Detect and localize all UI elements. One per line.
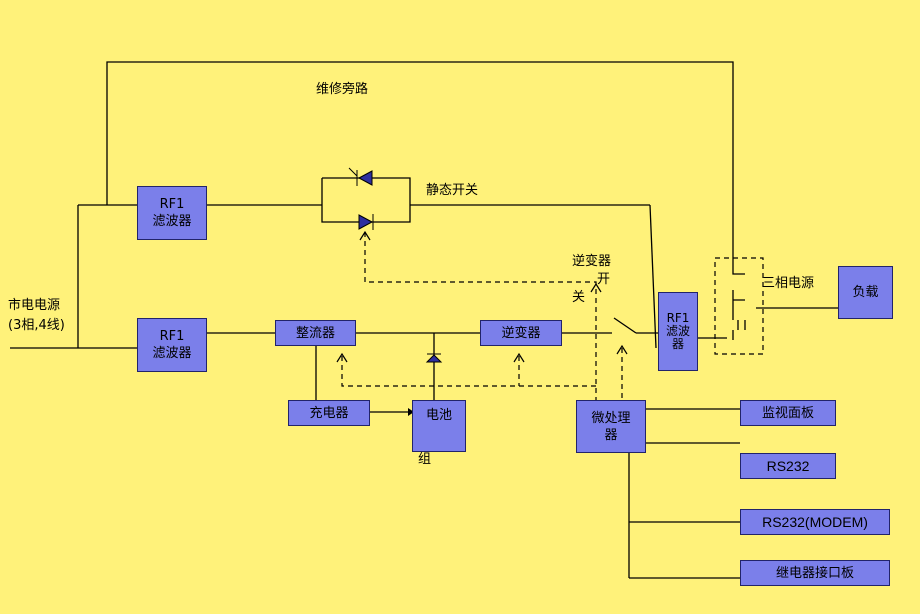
rf1-bottom-subtitle: 滤波器 <box>152 346 192 361</box>
static-switch-label: 静态开关 <box>426 183 479 198</box>
rf1-filter-bottom: RF1 滤波器 <box>137 318 207 372</box>
thyristor-upper-icon <box>357 170 373 186</box>
mcu-title: 微处理 <box>591 410 631 426</box>
rf1-bottom-title: RF1 <box>159 329 185 344</box>
bypass-label: 维修旁路 <box>316 82 369 97</box>
transfer-switch-box <box>714 257 764 355</box>
inverter-box: 逆变器 <box>480 320 562 346</box>
maintenance-bypass-line <box>106 61 734 262</box>
charger-box: 充电器 <box>288 400 370 426</box>
rf1-filter-top: RF1 滤波器 <box>137 186 207 240</box>
rs232-box: RS232 <box>740 453 836 479</box>
mcu-box: 微处理 器 <box>576 400 646 453</box>
rf1-filter-output: RF1 滤波 器 <box>658 292 698 371</box>
arrow-up-icon <box>359 230 371 241</box>
inverter-switch-label: 逆变器 <box>572 254 612 269</box>
diode-icon <box>425 354 443 363</box>
rectifier-box: 整流器 <box>275 320 356 346</box>
inverter-switch-label-3: 关 <box>572 290 586 305</box>
rf1-top-title: RF1 <box>159 197 185 212</box>
rf1-output-subtitle: 滤波 <box>665 324 690 338</box>
load-box: 负载 <box>838 266 893 319</box>
inverter-switch <box>613 317 637 334</box>
inverter-switch-label-2: 开 <box>597 272 611 287</box>
rs232-modem-box: RS232(MODEM) <box>740 509 890 535</box>
mcu-subtitle: 器 <box>604 427 618 443</box>
relay-interface-box: 继电器接口板 <box>740 560 890 586</box>
thyristor-lower-icon <box>358 214 374 230</box>
battery-suffix-label: 组 <box>418 452 432 467</box>
mains-label: 市电电源 <box>8 298 61 313</box>
three-phase-label: 三相电源 <box>762 276 815 291</box>
static-switch-control-line <box>364 232 597 400</box>
battery-box: 电池 <box>412 400 466 452</box>
monitor-panel-box: 监视面板 <box>740 400 836 426</box>
rf1-output-subtitle-2: 器 <box>671 337 684 351</box>
mains-spec-label: (3相,4线) <box>8 318 65 333</box>
rf1-top-subtitle: 滤波器 <box>152 214 192 229</box>
rf1-output-title: RF1 <box>666 311 690 325</box>
static-switch-loop <box>321 177 411 223</box>
